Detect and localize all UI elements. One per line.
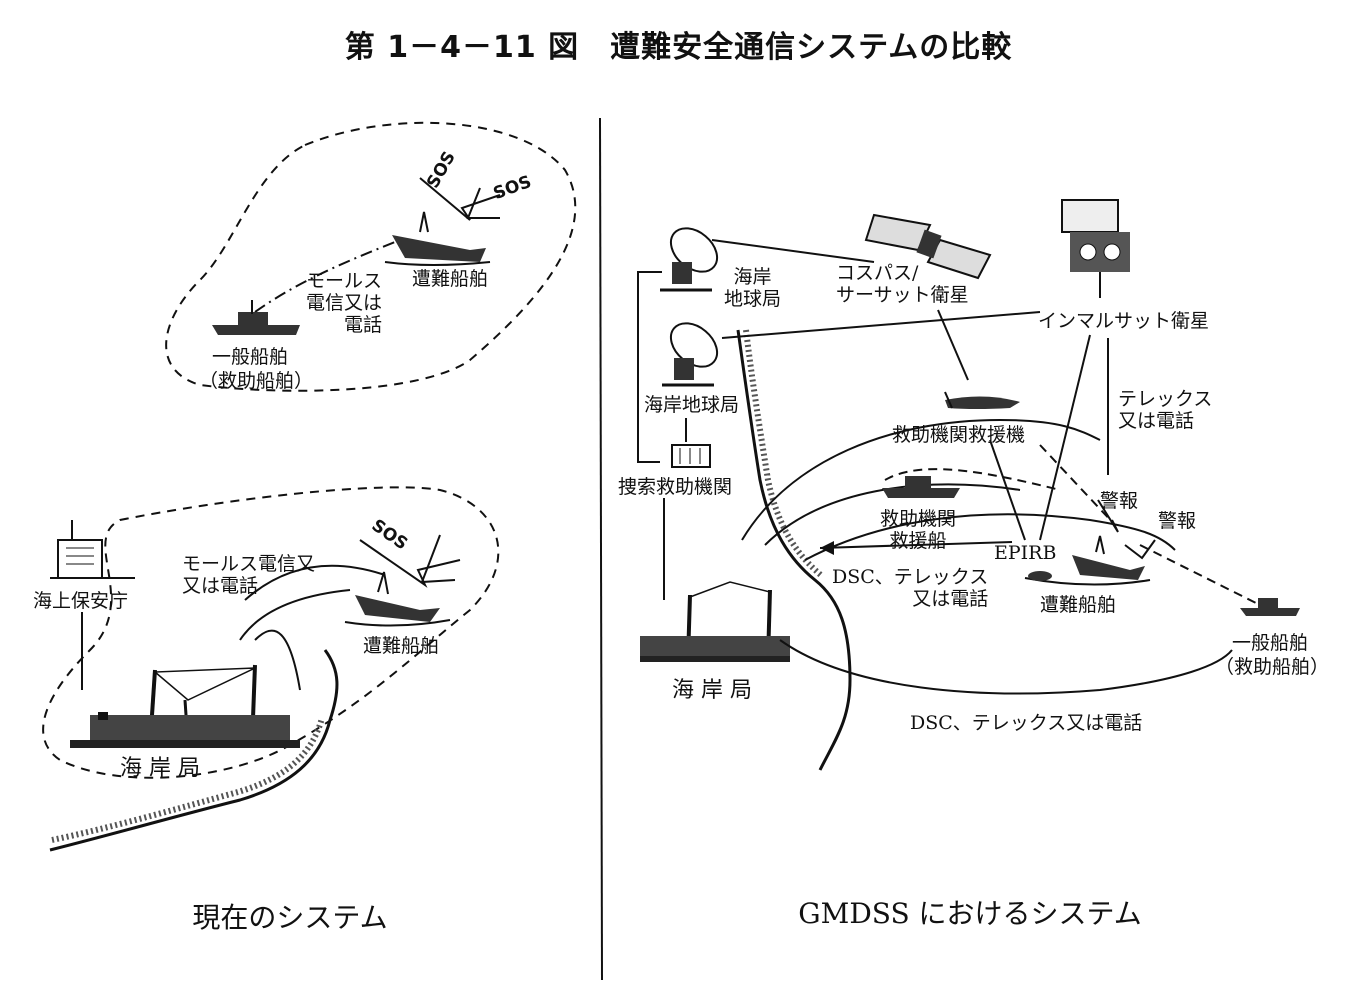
- rescue-vessel-label: 救助機関 救援船: [880, 508, 957, 552]
- coastline-shade: [51, 717, 325, 843]
- link-distress-general-dashed: [1139, 544, 1261, 606]
- link-aircraft-distress-dashed: [1039, 444, 1116, 526]
- sos-signal-icon: [359, 539, 461, 588]
- satellite-dish-icon: [660, 227, 719, 292]
- sos-signal-icon: [420, 534, 456, 584]
- satellite-dish-icon: [662, 322, 719, 387]
- coastline: [736, 329, 852, 771]
- morse-label: モールス電信又 又は電話: [182, 553, 316, 597]
- coast-guard-building-icon: [50, 520, 135, 579]
- radio-range-arc: [254, 629, 301, 691]
- cospas-sarsat-satellite-icon: [864, 213, 992, 280]
- dsc-arrow-head: [820, 541, 834, 555]
- coast-station-icon: [70, 664, 300, 748]
- dsc-telex-bottom-label: DSC、テレックス又は電話: [910, 712, 1143, 734]
- alert-label: 警報: [1158, 510, 1197, 532]
- general-ship-label: 一般船舶: [211, 346, 289, 368]
- radio-range-arc: [764, 483, 1021, 546]
- epirb-label: EPIRB: [994, 542, 1057, 564]
- general-ship-icon: [1240, 598, 1300, 616]
- radio-range-arc: [244, 564, 386, 601]
- coverage-area-top: [165, 121, 577, 392]
- telex-phone-label: テレックス 又は電話: [1118, 388, 1213, 432]
- rescue-ship-label: （救助船舶）: [1214, 656, 1330, 678]
- distress-ship-label: 遭難船舶: [1040, 594, 1117, 616]
- rescue-aircraft-label: 救助機関救援機: [892, 424, 1026, 446]
- rescue-aircraft-icon: [944, 391, 1020, 409]
- coast-earth-station-label: 海岸 地球局: [724, 266, 782, 310]
- alert-label: 警報: [1100, 490, 1139, 512]
- connector-line: [637, 271, 662, 463]
- coast-station-icon: [640, 581, 790, 662]
- general-ship-icon: [212, 300, 300, 335]
- sos-signal-icon: [466, 187, 500, 219]
- coastline-shade: [743, 329, 824, 579]
- right-panel-caption: GMDSS におけるシステム: [798, 897, 1142, 930]
- morse-link-top: [254, 239, 401, 313]
- panel-divider: [599, 117, 603, 981]
- link-coast-earth-cospas: [711, 239, 875, 263]
- alert-signal-icon: [1124, 539, 1156, 560]
- inmarsat-satellite-icon: [1061, 199, 1130, 298]
- dsc-arrow: [819, 541, 1013, 549]
- coastline: [49, 649, 339, 852]
- morse-label: モールス 電信又は 電話: [305, 270, 383, 336]
- link-inmarsat-epirb: [1039, 334, 1091, 541]
- distress-ship-icon: [384, 211, 491, 266]
- cospas-sarsat-label: コスパス/ サーサット衛星: [836, 262, 969, 306]
- distress-ship-icon: [1024, 535, 1151, 586]
- coverage-area-bottom: [42, 486, 500, 779]
- radio-range-arc: [804, 513, 1176, 561]
- link-coast-earth-inmarsat: [721, 311, 1041, 339]
- radio-range-arc: [239, 589, 351, 641]
- sar-building-icon: [671, 444, 711, 468]
- coast-station-label: 海 岸 局: [672, 678, 752, 703]
- radio-range-arc: [741, 418, 1101, 541]
- radio-range-arc: [779, 639, 1233, 695]
- link-aircraft-epirb: [989, 439, 1026, 541]
- link-cospas-aircraft: [937, 309, 969, 381]
- general-ship-label: 一般船舶: [1231, 632, 1309, 654]
- link-vessel-distress-dashed: [884, 468, 1061, 491]
- inmarsat-label: インマルサット衛星: [1038, 310, 1210, 332]
- rescue-vessel-icon: [882, 476, 960, 498]
- figure-title: 第 1－4－11 図 遭難安全通信システムの比較: [344, 30, 1013, 65]
- sar-agency-label: 捜索救助機関: [618, 476, 733, 498]
- sos-signal-icon: [419, 177, 501, 221]
- left-panel-caption: 現在のシステム: [192, 901, 388, 934]
- coast-earth-station-label: 海岸地球局: [644, 394, 740, 416]
- coast-station-label: 海 岸 局: [120, 756, 200, 781]
- rescue-ship-label: （救助船舶）: [198, 370, 314, 392]
- distress-ship-label: 遭難船舶: [363, 635, 440, 657]
- distress-ship-icon: [344, 571, 451, 627]
- dsc-telex-label: DSC、テレックス 又は電話: [832, 566, 989, 610]
- alert-signal-icon: [1097, 499, 1119, 533]
- distress-ship-label: 遭難船舶: [412, 268, 489, 290]
- coast-guard-label: 海上保安庁: [33, 590, 129, 612]
